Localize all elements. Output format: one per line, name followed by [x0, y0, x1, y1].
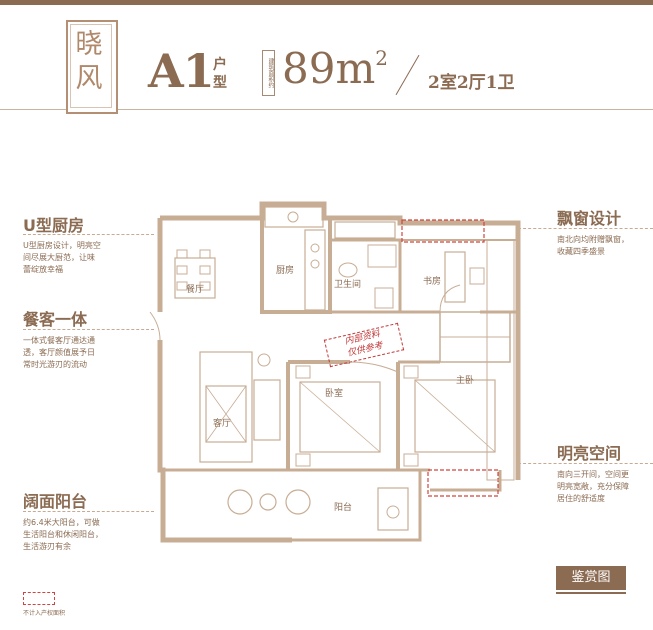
- label-kitchen: 厨房: [276, 266, 295, 276]
- feature-divider: [23, 234, 154, 235]
- area-label: 建筑面积约: [262, 50, 275, 96]
- label-bedroom: 卧室: [325, 389, 344, 399]
- area-value: 89m2: [282, 44, 389, 93]
- appreciate-button[interactable]: 鉴赏图: [556, 566, 626, 590]
- project-name: 晓风: [75, 29, 105, 94]
- feature-divider: [23, 329, 154, 330]
- legend-excluded-area-text: 不计入产权面积: [23, 610, 66, 617]
- project-name-frame-inner: [70, 24, 112, 108]
- feature-desc-dining-living: 一体式餐客厅通达通透，客厅颜值展予日常时光游刃的流动: [23, 336, 95, 369]
- feature-divider: [518, 463, 653, 464]
- feature-title-bay-window: 飘窗设计: [557, 209, 622, 228]
- label-study: 书房: [423, 277, 442, 287]
- room-layout: 2室2厅1卫: [428, 73, 515, 93]
- feature-title-kitchen: U型厨房: [23, 216, 84, 235]
- feature-divider: [518, 228, 653, 229]
- label-living: 客厅: [213, 419, 232, 429]
- feature-title-balcony: 阔面阳台: [23, 492, 88, 511]
- label-bathroom: 卫生间: [334, 280, 362, 290]
- feature-desc-bay-window: 南北向均附赠飘窗，收藏四季盛景: [557, 235, 629, 256]
- feature-title-dining-living: 餐客一体: [23, 310, 88, 329]
- header-line-left: [0, 109, 66, 110]
- unit-type-label: 户型: [213, 57, 227, 91]
- feature-desc-bright-space: 南向三开间，空间更明亮宽敞，充分保障居住的舒适度: [557, 470, 629, 503]
- feature-desc-balcony: 约6.4米大阳台，可做生活阳台和休闲阳台，生活游刃有余: [23, 518, 103, 551]
- label-dining: 餐厅: [186, 285, 205, 295]
- legend-excluded-area-swatch: [23, 592, 55, 605]
- feature-desc-kitchen: U型厨房设计，明亮空间尽展大厨范，让味蕾绽放幸福: [23, 241, 101, 274]
- label-master-bedroom: 主卧: [456, 376, 475, 386]
- top-border: [0, 0, 653, 5]
- feature-title-bright-space: 明亮空间: [557, 444, 622, 463]
- appreciate-button-underline: [556, 592, 626, 594]
- header-line-right: [116, 109, 653, 110]
- label-balcony: 阳台: [334, 503, 353, 513]
- unit-code: A1: [148, 44, 215, 98]
- feature-divider: [23, 511, 154, 512]
- project-name-frame: [66, 20, 118, 114]
